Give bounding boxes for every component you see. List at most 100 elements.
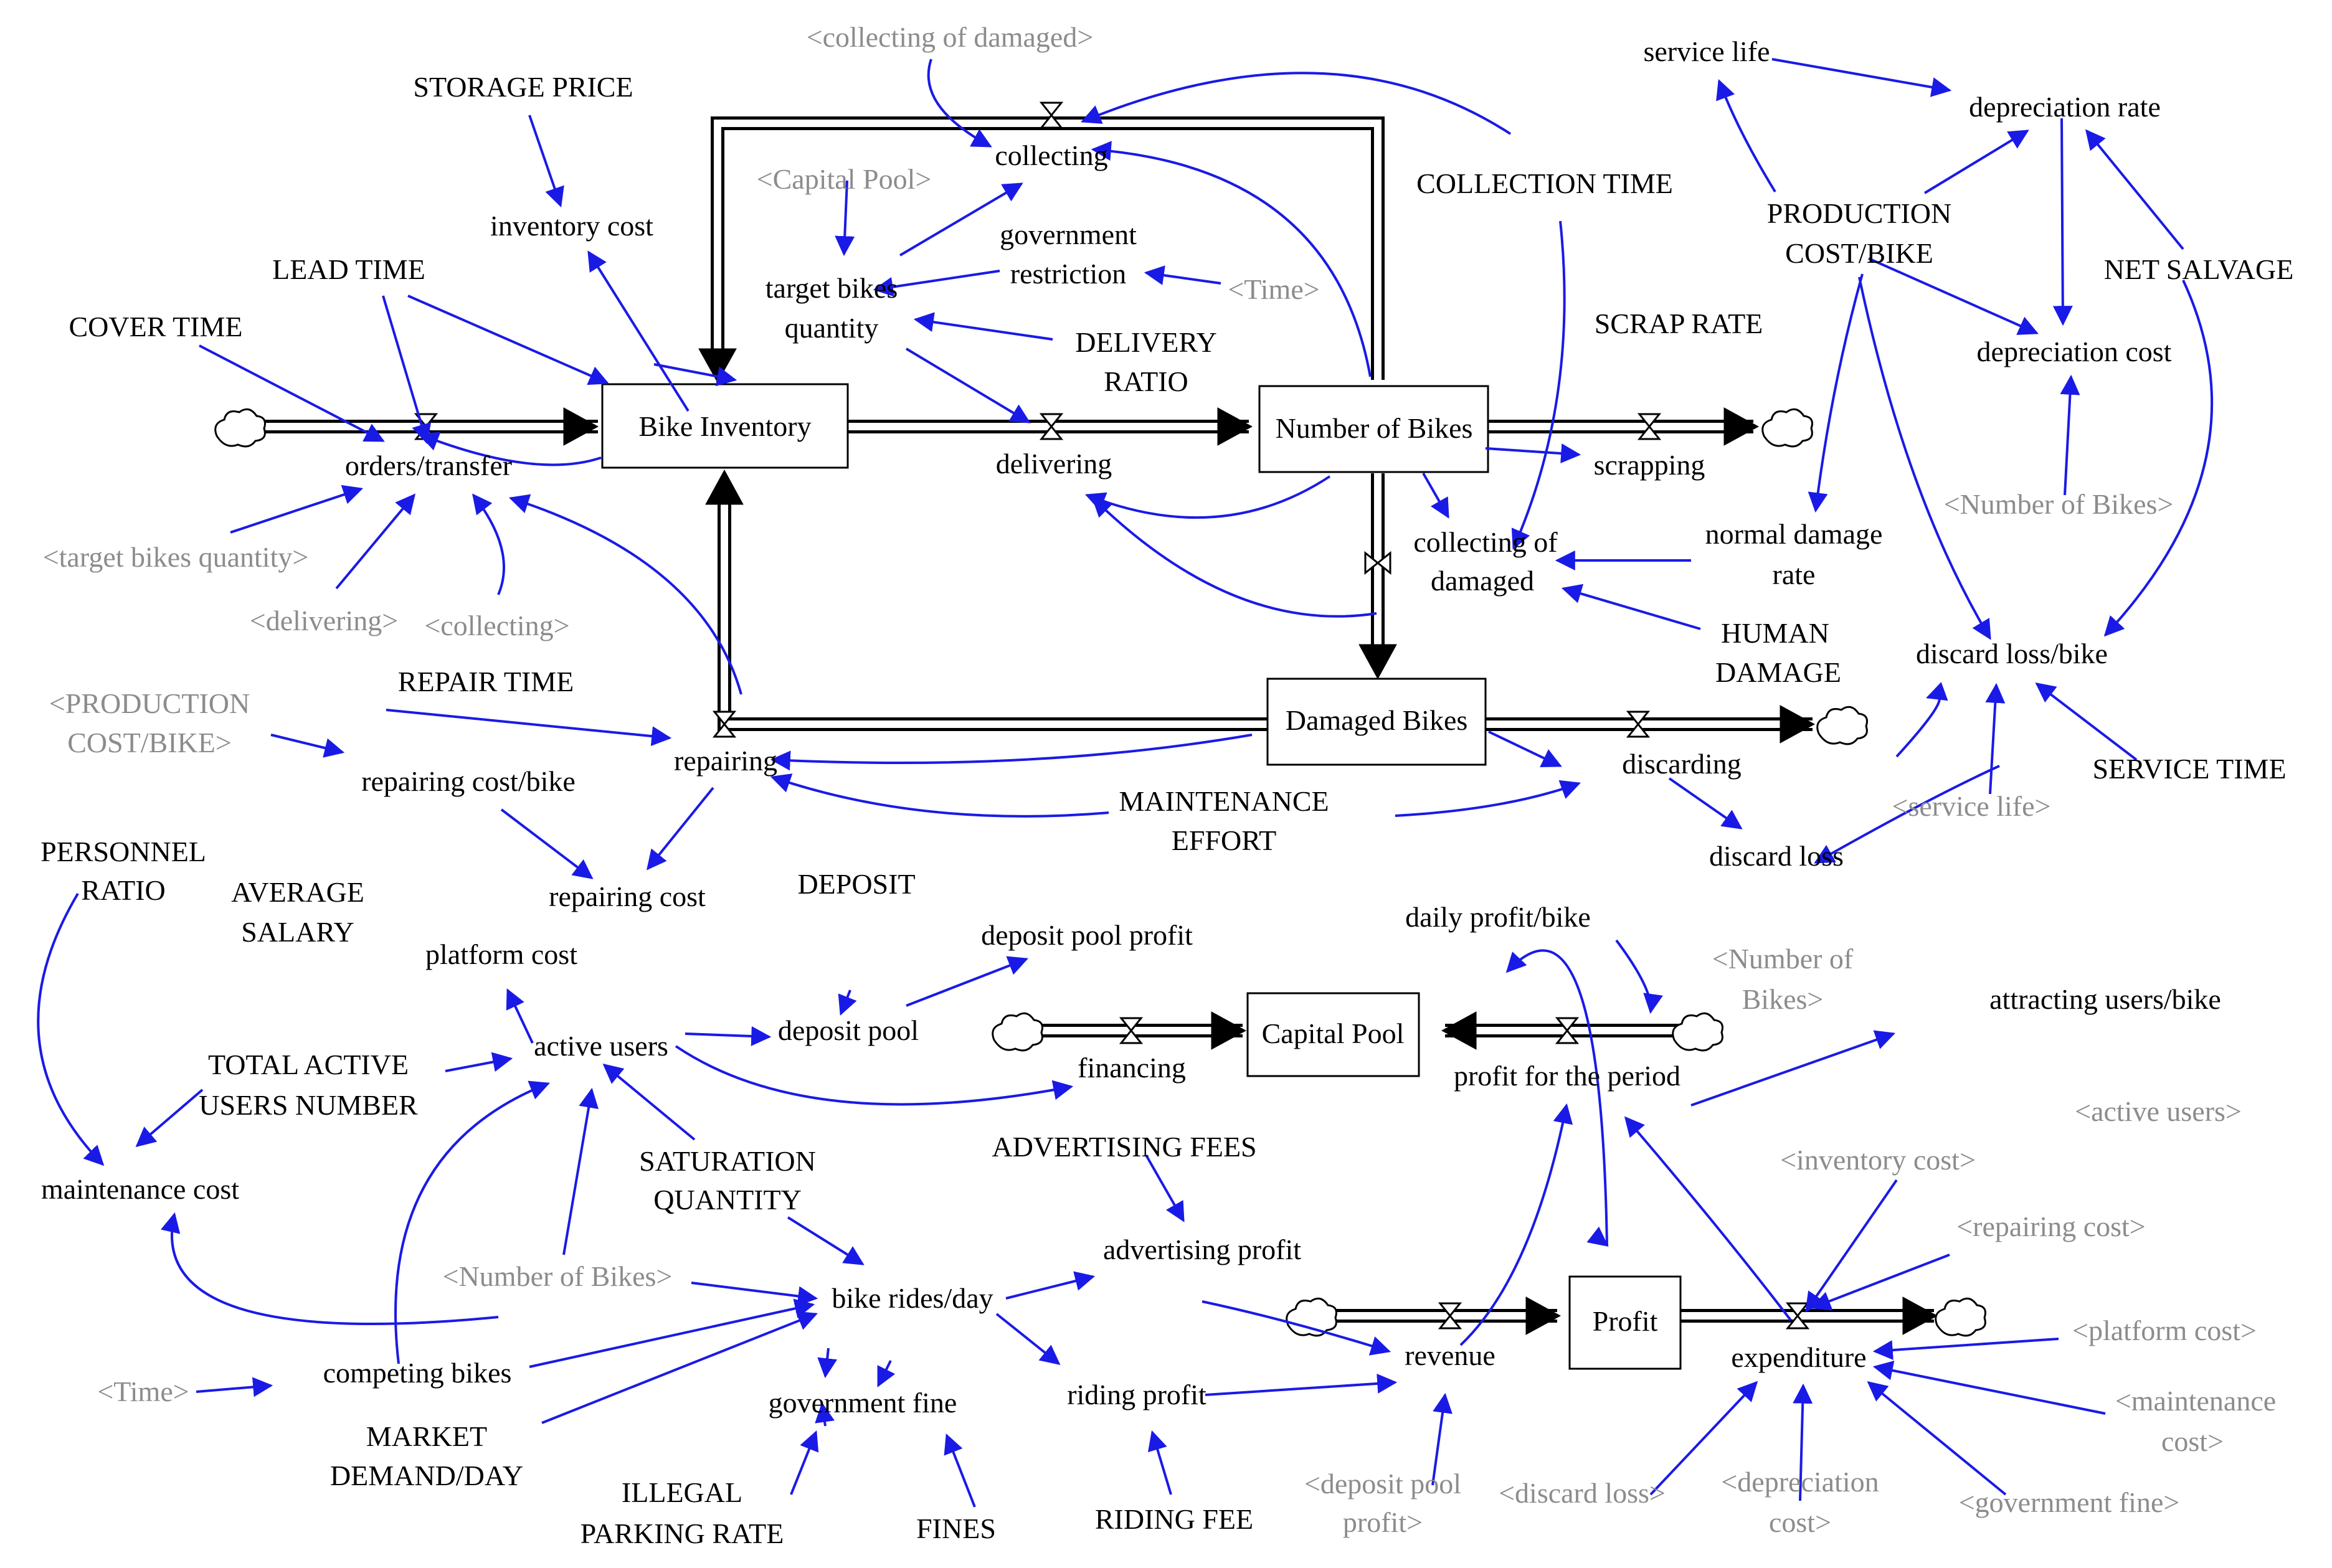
shadow-capital-pool: <Capital Pool> <box>757 163 932 195</box>
const-illegal-parking-2: PARKING RATE <box>581 1518 784 1549</box>
const-production-cost-bike-1: PRODUCTION <box>1767 197 1951 229</box>
flow-collecting-of-damaged-2: damaged <box>1431 565 1534 597</box>
const-delivery-ratio-2: RATIO <box>1104 366 1188 397</box>
aux-competing-bikes: competing bikes <box>323 1357 512 1389</box>
aux-normal-damage-rate-2: rate <box>1773 559 1816 590</box>
aux-daily-profit-bike: daily profit/bike <box>1405 901 1591 933</box>
const-human-damage-2: DAMAGE <box>1715 656 1841 688</box>
const-riding-fee: RIDING FEE <box>1095 1503 1253 1535</box>
const-net-salvage: NET SALVAGE <box>2104 253 2294 285</box>
shadow-platform-cost: <platform cost> <box>2072 1315 2257 1346</box>
stock-label-number-of-bikes: Number of Bikes <box>1276 412 1473 444</box>
aux-target-bikes-quantity-2: quantity <box>785 312 879 344</box>
stocks <box>601 383 1682 1370</box>
const-human-damage-1: HUMAN <box>1721 617 1829 649</box>
flow-collecting-of-damaged-1: collecting of <box>1413 526 1558 558</box>
labels: Bike Inventory Number of Bikes Damaged B… <box>40 35 2293 1549</box>
flow-delivering: delivering <box>996 448 1112 479</box>
valve-icon <box>1364 550 1391 575</box>
const-personnel-ratio-2: RATIO <box>81 874 165 906</box>
valve-icon <box>1626 711 1651 738</box>
shadow-deposit-pool-profit-1: <deposit pool <box>1304 1468 1461 1500</box>
aux-attracting-users-bike: attracting users/bike <box>1989 983 2221 1015</box>
pipe-delivering <box>848 407 1253 446</box>
shadow-discard-loss: <discard loss> <box>1499 1477 1666 1509</box>
stock-profit <box>1568 1275 1682 1370</box>
const-lead-time: LEAD TIME <box>272 253 425 285</box>
pipe-profit-for-period <box>1441 1011 1682 1050</box>
aux-government-restriction-1: government <box>1000 219 1137 250</box>
shadow-number-of-bikes-right: <Number of Bikes> <box>1944 488 2174 520</box>
cloud-icon <box>1935 1297 1986 1337</box>
flow-repairing: repairing <box>674 745 777 777</box>
aux-active-users: active users <box>534 1030 668 1062</box>
const-scrap-rate: SCRAP RATE <box>1595 308 1763 339</box>
stock-label-capital-pool: Capital Pool <box>1262 1018 1405 1049</box>
shadow-active-users: <active users> <box>2075 1095 2242 1127</box>
const-fines: FINES <box>916 1513 996 1544</box>
aux-riding-profit: riding profit <box>1067 1379 1206 1410</box>
shadow-government-fine: <government fine> <box>1959 1486 2180 1518</box>
valve-icon <box>1785 1302 1810 1329</box>
aux-depreciation-rate: depreciation rate <box>1969 91 2161 123</box>
shadow-collecting-of-damaged: <collecting of damaged> <box>807 21 1094 53</box>
shadow-deposit-pool-profit-2: profit> <box>1343 1506 1423 1538</box>
const-average-salary-2: SALARY <box>241 916 354 948</box>
aux-bike-rides-day: bike rides/day <box>832 1282 993 1314</box>
flow-expenditure: expenditure <box>1731 1341 1866 1373</box>
const-market-demand-2: DEMAND/DAY <box>330 1460 523 1491</box>
const-total-active-users-1: TOTAL ACTIVE <box>208 1049 409 1080</box>
flow-orders-transfer: orders/transfer <box>345 450 512 481</box>
stock-label-bike-inventory: Bike Inventory <box>638 410 811 442</box>
aux-depreciation-cost: depreciation cost <box>1977 336 2172 367</box>
stock-number-of-bikes <box>1258 385 1489 473</box>
shadow-number-of-bikes-left: <Number of Bikes> <box>443 1260 673 1292</box>
pipe-scrapping <box>1489 407 1760 446</box>
const-personnel-ratio-1: PERSONNEL <box>40 836 206 867</box>
flow-discarding: discarding <box>1622 748 1742 780</box>
const-cover-time: COVER TIME <box>69 311 243 342</box>
valve-icon <box>1039 102 1064 129</box>
const-illegal-parking-1: ILLEGAL <box>622 1476 742 1508</box>
valve-icon <box>1039 413 1064 440</box>
links-2 <box>37 58 2214 1508</box>
stock-capital-pool <box>1246 992 1420 1077</box>
stock-label-damaged-bikes: Damaged Bikes <box>1286 704 1468 736</box>
const-total-active-users-2: USERS NUMBER <box>199 1089 418 1121</box>
pipe-expenditure <box>1676 1296 1938 1335</box>
links <box>199 59 1948 1246</box>
flow-financing: financing <box>1078 1052 1186 1084</box>
shadow-production-cost-bike-2: COST/BIKE> <box>67 727 232 758</box>
shadow-time-top: <Time> <box>1228 273 1319 305</box>
const-saturation-quantity-2: QUANTITY <box>653 1184 802 1216</box>
aux-normal-damage-rate-1: normal damage <box>1705 518 1883 550</box>
shadow-delivering: <delivering> <box>250 605 398 636</box>
shadow-service-life: <service life> <box>1892 790 2051 822</box>
shadow-depreciation-cost-2: cost> <box>1769 1506 1831 1538</box>
stock-bike-inventory <box>601 383 849 469</box>
pipe-financing <box>1025 1011 1247 1050</box>
const-saturation-quantity-1: SATURATION <box>639 1145 816 1177</box>
stock-label-profit: Profit <box>1593 1305 1658 1337</box>
flow-revenue: revenue <box>1405 1339 1495 1371</box>
shadow-maintenance-cost-2: cost> <box>2161 1425 2224 1457</box>
aux-repairing-cost: repairing cost <box>549 881 706 912</box>
flow-scrapping: scrapping <box>1594 449 1705 481</box>
aux-government-restriction-2: restriction <box>1010 258 1127 290</box>
const-delivery-ratio-1: DELIVERY <box>1075 326 1216 358</box>
valve-icon <box>1637 413 1662 440</box>
aux-discard-loss-bike: discard loss/bike <box>1916 638 2108 669</box>
const-repair-time: REPAIR TIME <box>398 666 574 697</box>
flow-profit-for-the-period: profit for the period <box>1454 1060 1680 1092</box>
shadow-inventory-cost: <inventory cost> <box>1780 1144 1976 1176</box>
const-average-salary-1: AVERAGE <box>231 876 364 908</box>
shadow-repairing-cost: <repairing cost> <box>1956 1211 2146 1242</box>
aux-platform-cost: platform cost <box>425 938 577 970</box>
pipe-repairing <box>705 469 1268 731</box>
const-collection-time: COLLECTION TIME <box>1416 168 1673 199</box>
stock-damaged-bikes <box>1266 678 1487 766</box>
cloud-icon <box>1672 1012 1723 1052</box>
const-maintenance-effort-1: MAINTENANCE <box>1119 785 1329 817</box>
cloud-icon <box>992 1012 1043 1052</box>
